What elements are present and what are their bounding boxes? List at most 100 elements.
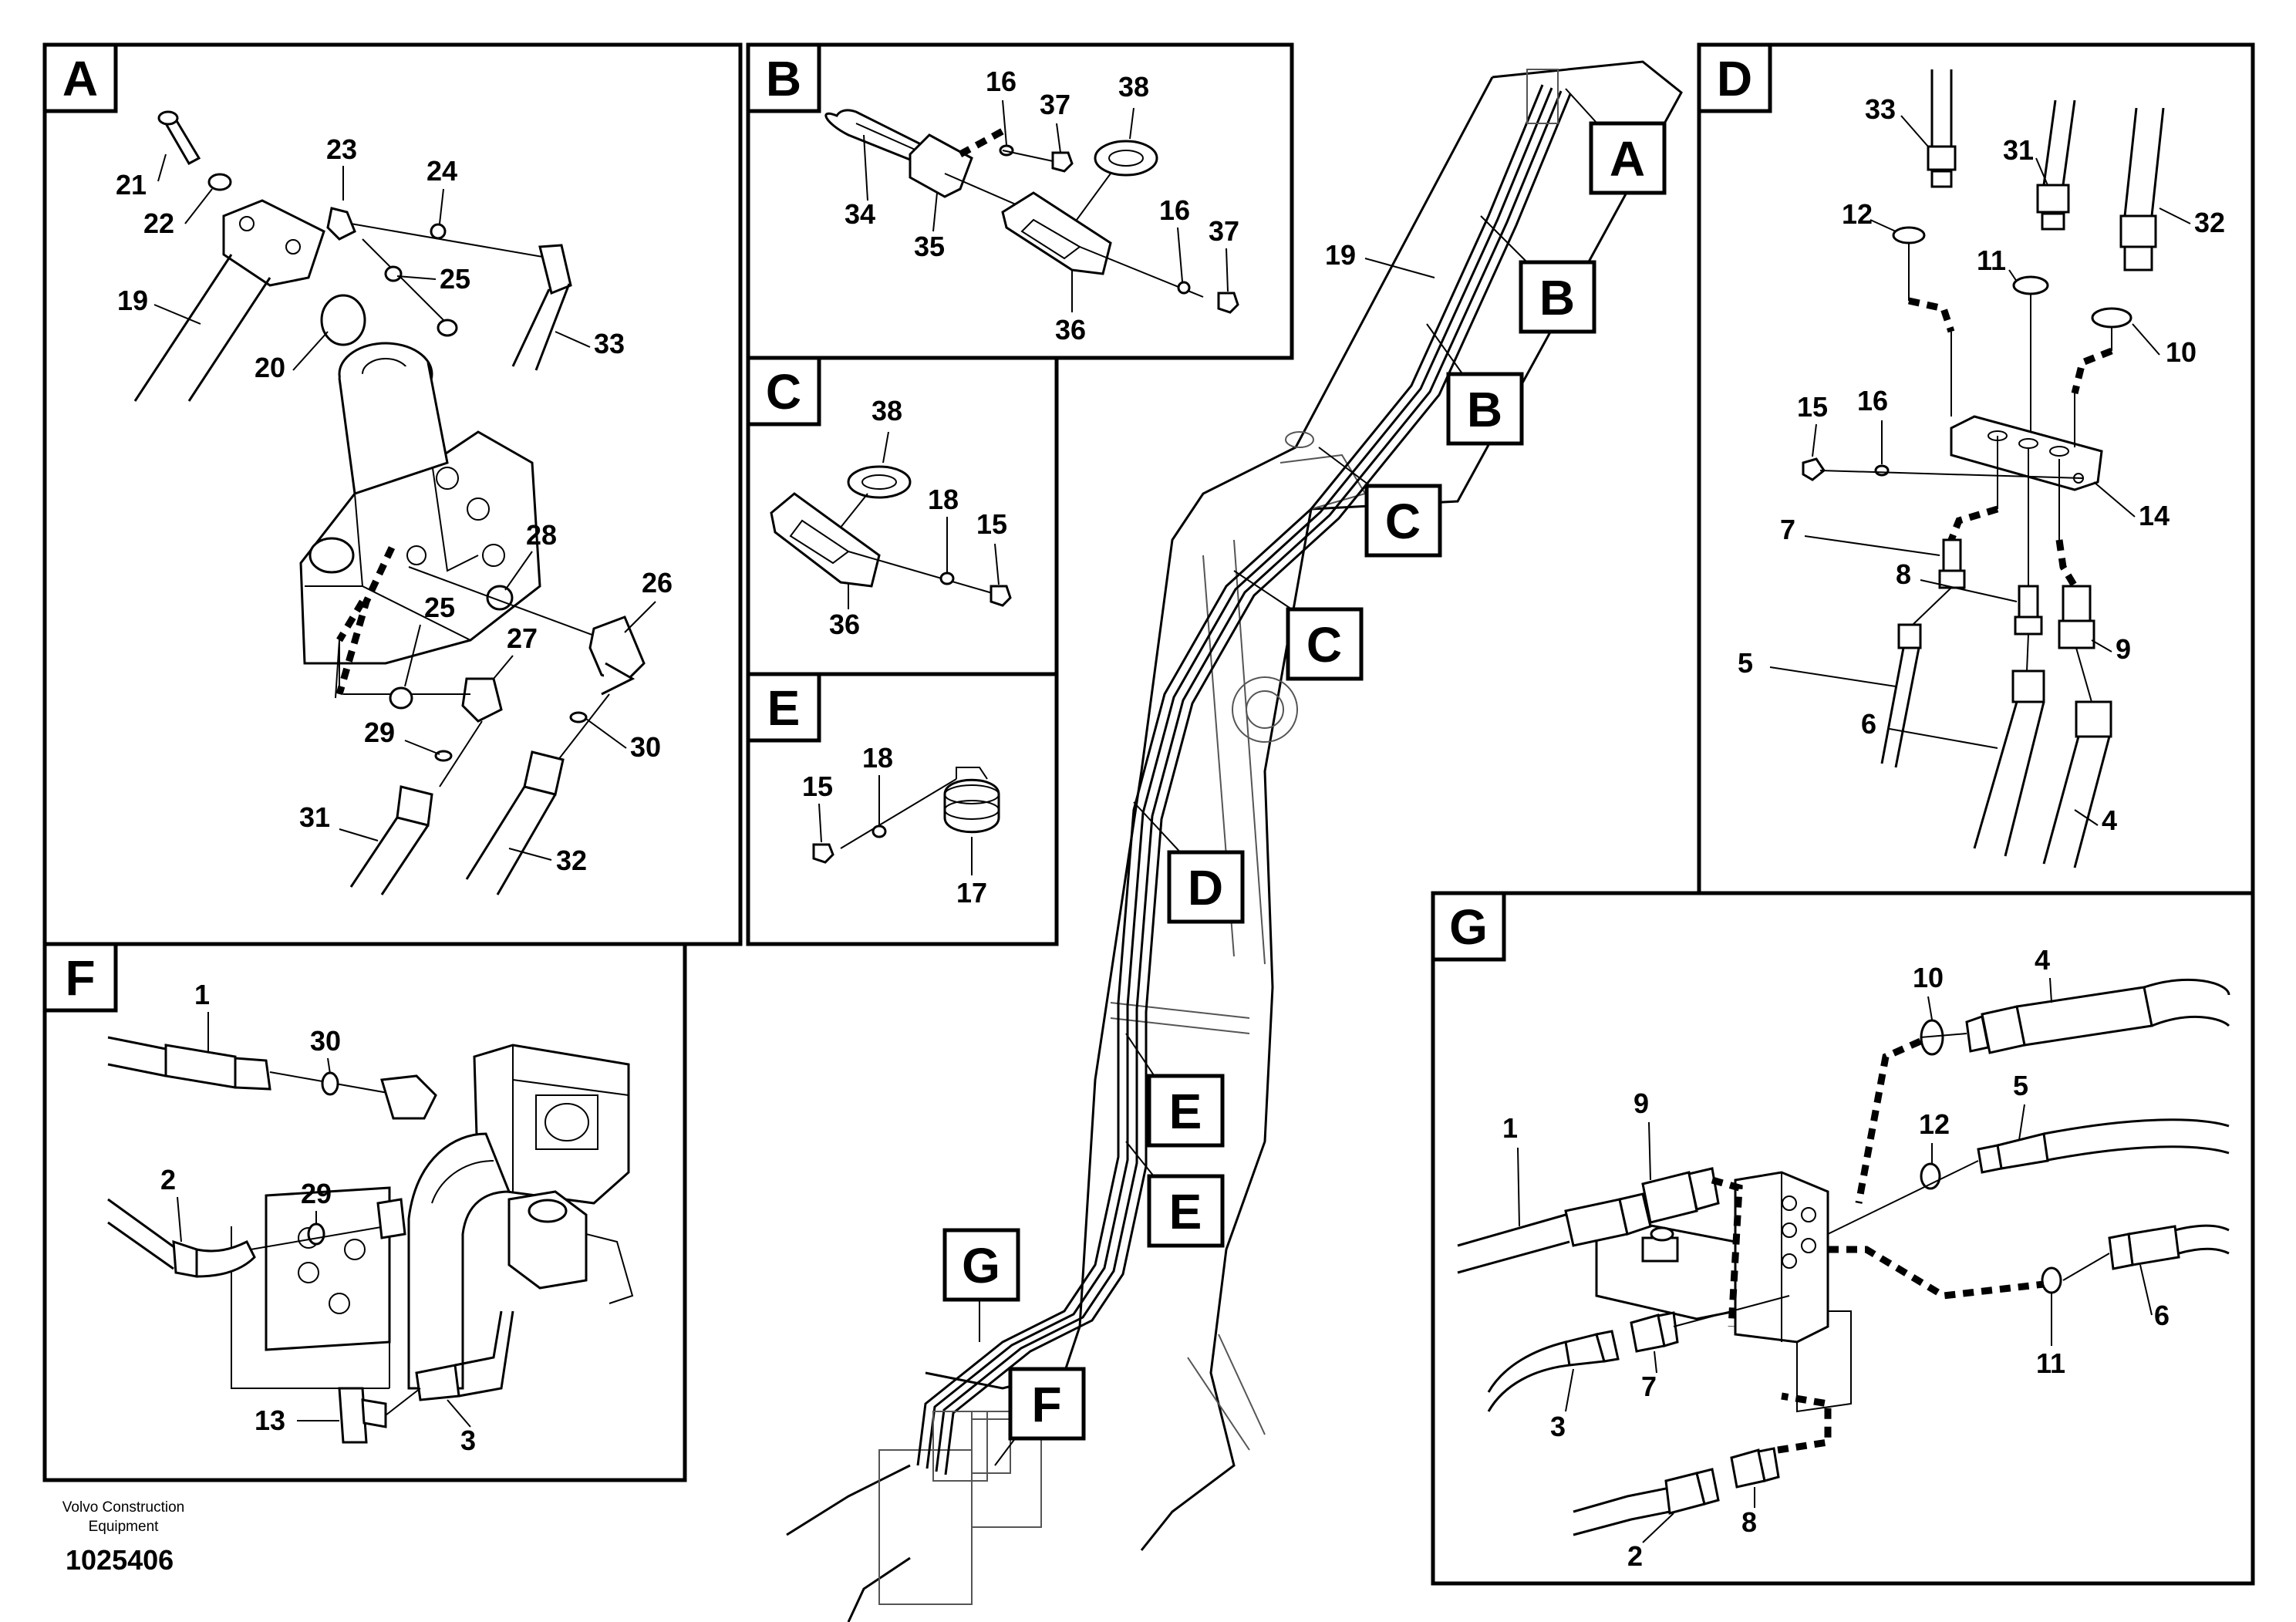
- part-number-label: 12: [1842, 198, 1873, 230]
- panel-g: G: [1431, 891, 2255, 1586]
- panel-e-leaders: [818, 775, 973, 875]
- part-number-label: 20: [255, 352, 285, 383]
- part-number-label: C: [1306, 617, 1342, 673]
- part-number-label: 33: [1865, 93, 1896, 125]
- part-number-label: 30: [310, 1025, 341, 1057]
- part-number-label: E: [767, 680, 801, 736]
- footer: Volvo Construction Equipment 1025406: [62, 1499, 184, 1576]
- part-number-label: 3: [1550, 1411, 1566, 1442]
- part-number-label: 31: [2003, 134, 2034, 166]
- part-number-label: 38: [872, 395, 902, 427]
- panel-g-leaders: [1517, 977, 2153, 1543]
- part-number-label: 7: [1780, 514, 1795, 545]
- part-number-label: 17: [956, 877, 987, 909]
- part-number-label: 21: [116, 169, 147, 201]
- part-number-label: C: [1385, 494, 1421, 549]
- part-number-label: 29: [301, 1178, 332, 1209]
- part-number-label: D: [1188, 860, 1223, 916]
- part-number-label: A: [1610, 131, 1645, 187]
- part-number-label: 26: [642, 567, 673, 599]
- part-number-label: 1: [1502, 1112, 1518, 1144]
- callout-b-lower: B: [1426, 323, 1524, 446]
- part-number-label: 16: [1159, 194, 1190, 226]
- part-number-label: C: [766, 364, 801, 420]
- part-number-label: 16: [986, 66, 1017, 97]
- panel-d-leaders: [1769, 115, 2191, 826]
- part-number-label: 33: [594, 328, 625, 359]
- callout-g: G: [942, 1228, 1020, 1342]
- callout-e-upper: E: [1125, 1033, 1225, 1148]
- part-number-label: 12: [1919, 1108, 1950, 1140]
- part-number-label: F: [1031, 1377, 1061, 1432]
- part-number-label: 38: [1118, 71, 1149, 103]
- part-number-label: 11: [1977, 244, 2006, 276]
- part-number-label: 32: [2194, 207, 2225, 238]
- panel-a: A: [42, 42, 743, 946]
- part-number-label: 19: [117, 285, 148, 316]
- part-number-label: 30: [630, 731, 661, 763]
- panel-f-labels: 1 30 2 29 13 3: [160, 979, 476, 1456]
- part-number-label: 10: [1913, 962, 1944, 993]
- part-number-label: 37: [1040, 89, 1070, 120]
- part-number-label: G: [1449, 899, 1488, 955]
- part-number-label: 29: [364, 717, 395, 748]
- callout-d: D: [1133, 801, 1245, 924]
- panel-c-labels: 38 18 15 36: [829, 395, 1007, 640]
- part-number-label: 2: [160, 1164, 176, 1195]
- part-number-label: 5: [2013, 1070, 2028, 1101]
- drawing-number: 1025406: [66, 1544, 174, 1576]
- panel-d-labels: 33 31 12 32 11 10 15 16 14 7 8 9 5 6 4: [1738, 93, 2225, 836]
- main-label-19: 19: [1325, 239, 1435, 278]
- panel-c: C 38 18 15 36: [746, 356, 1059, 676]
- part-number-label: 9: [2116, 633, 2131, 665]
- part-number-label: 37: [1209, 215, 1239, 247]
- part-number-label: 3: [460, 1425, 476, 1456]
- part-number-label: 4: [2035, 944, 2050, 976]
- panel-f-leaders: [177, 1012, 471, 1428]
- panel-a-labels: 21 22 23 24 19 25 33 20 28 26 25 27 29 3…: [116, 133, 673, 876]
- company-name-line1: Volvo Construction: [62, 1499, 184, 1516]
- part-number-label: 25: [440, 263, 470, 295]
- part-number-label: 24: [426, 155, 457, 187]
- part-number-label: 15: [1797, 391, 1828, 423]
- part-number-label: 32: [556, 845, 587, 876]
- part-number-label: 6: [1861, 708, 1876, 740]
- panel-f: F: [42, 942, 687, 1482]
- callout-c-lower: C: [1233, 570, 1364, 681]
- panel-b: B 16 37 38 34 35 16 37 36: [746, 42, 1294, 360]
- part-number-label: E: [1169, 1184, 1202, 1239]
- part-number-label: 14: [2139, 500, 2170, 531]
- part-number-label: E: [1169, 1084, 1202, 1139]
- part-number-label: 6: [2154, 1300, 2170, 1331]
- panel-d: D: [1697, 42, 2255, 895]
- part-number-label: 2: [1627, 1540, 1643, 1572]
- part-number-label: 15: [802, 771, 833, 802]
- part-number-label: 19: [1325, 239, 1356, 271]
- part-number-label: 36: [1055, 314, 1086, 346]
- company-name-line2: Equipment: [89, 1519, 160, 1535]
- part-number-label: 22: [143, 207, 174, 239]
- panel-b-labels: 16 37 38 34 35 16 37 36: [845, 66, 1239, 346]
- part-number-label: 31: [299, 801, 330, 833]
- part-number-label: 36: [829, 609, 860, 640]
- part-number-label: 8: [1896, 558, 1911, 590]
- part-number-label: 9: [1633, 1088, 1649, 1119]
- panel-a-leaders: [153, 153, 656, 861]
- part-number-label: 28: [526, 519, 557, 551]
- callout-e-lower: E: [1125, 1141, 1225, 1248]
- part-number-label: B: [766, 51, 801, 106]
- part-number-label: 1: [194, 979, 210, 1010]
- callout-a: A: [1565, 88, 1667, 195]
- panel-c-leaders: [848, 431, 1000, 609]
- part-number-label: 34: [845, 198, 875, 230]
- part-number-label: 16: [1857, 385, 1888, 416]
- callout-b-upper: B: [1480, 215, 1596, 334]
- boom-illustration: [786, 60, 1683, 1622]
- panel-b-leaders: [863, 99, 1229, 312]
- panel-g-labels: 4 10 9 1 5 12 6 11 3 7 8 2: [1502, 944, 2170, 1572]
- part-number-label: 7: [1641, 1371, 1657, 1402]
- part-number-label: 23: [326, 133, 357, 165]
- part-number-label: 5: [1738, 647, 1753, 679]
- part-number-label: D: [1717, 51, 1752, 106]
